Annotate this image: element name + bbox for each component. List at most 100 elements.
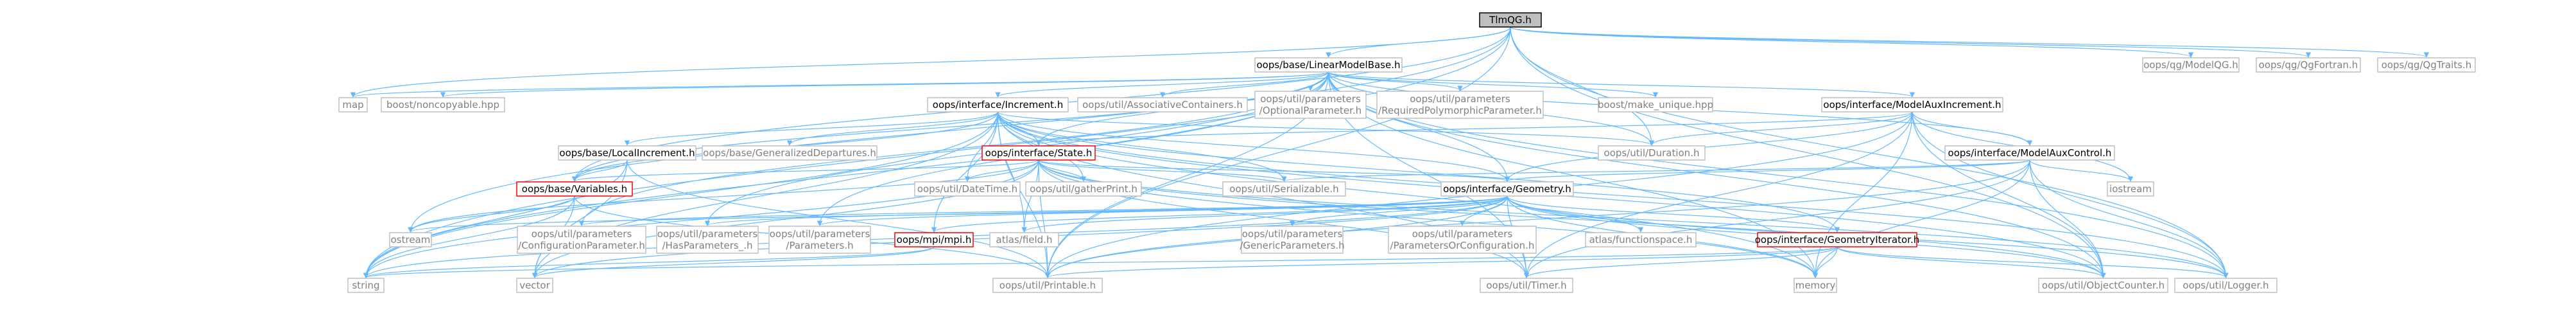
node-datetime[interactable]: oops/util/DateTime.h (914, 181, 1021, 197)
node-label-memory: memory (1795, 280, 1836, 291)
edge-modelauxinc-to-logger (1912, 111, 2229, 278)
node-label-map: map (342, 99, 363, 111)
node-box-objectcounter (2038, 278, 2168, 293)
edge-geometry-to-genericparams (1289, 195, 1508, 226)
node-box-parameters (768, 226, 871, 254)
edge-linearmodelbase-to-makeunique (1327, 71, 1658, 98)
edge-linearmodelbase-to-increment (995, 71, 1329, 98)
node-increment[interactable]: oops/interface/Increment.h (927, 97, 1069, 112)
edge-modelauxinc-to-duration (1648, 111, 1913, 146)
node-box-vector (516, 278, 553, 293)
node-box-printable (992, 278, 1103, 293)
node-variables[interactable]: oops/base/Variables.h (516, 181, 633, 197)
edge-geomiter-to-memory (1812, 246, 1838, 278)
node-label-state: oops/interface/State.h (985, 147, 1093, 159)
edge-modelauxinc-to-state (1036, 111, 1913, 146)
edge-localinc-to-variables (571, 159, 628, 182)
node-mpi[interactable]: oops/mpi/mpi.h (894, 232, 974, 247)
node-modelauxinc[interactable]: oops/interface/ModelAuxIncrement.h (1821, 97, 2003, 112)
edge-increment-to-localinc (624, 111, 999, 146)
node-qgfortran[interactable]: oops/qg/QgFortran.h (2256, 57, 2361, 73)
node-fieldh[interactable]: atlas/field.h (989, 232, 1059, 247)
node-state[interactable]: oops/interface/State.h (981, 145, 1096, 161)
edge-geomiter-to-timer (1523, 246, 1838, 278)
node-paramsorconf[interactable]: oops/util/parameters/ParametersOrConfigu… (1388, 226, 1537, 254)
edge-state-to-geometry (1038, 159, 1510, 182)
node-geometry[interactable]: oops/interface/Geometry.h (1440, 181, 1574, 197)
node-string[interactable]: string (347, 278, 385, 293)
node-assoccont[interactable]: oops/util/AssociativeContainers.h (1077, 97, 1248, 112)
edge-linearmodelbase-to-map (350, 71, 1329, 98)
edge-localinc-to-printable (627, 159, 1051, 278)
node-memory[interactable]: memory (1794, 278, 1837, 293)
node-label-root: TlmQG.h (1489, 14, 1532, 26)
node-box-increment (927, 97, 1069, 112)
node-timer[interactable]: oops/util/Timer.h (1480, 278, 1573, 293)
node-box-modelqg (2142, 57, 2240, 73)
node-label-paramsorconf: /ParametersOrConfiguration.h (1390, 240, 1535, 251)
edge-geometry-to-geomiter (1507, 195, 1840, 233)
node-gatherprint[interactable]: oops/util/gatherPrint.h (1025, 181, 1142, 197)
edge-mpi-to-vector (532, 246, 935, 278)
node-noncopyable[interactable]: boost/noncopyable.hpp (381, 97, 505, 112)
node-objectcounter[interactable]: oops/util/ObjectCounter.h (2038, 278, 2168, 293)
node-box-timer (1480, 278, 1573, 293)
node-label-geomiter: oops/interface/GeometryIterator.h (1755, 234, 1920, 246)
node-modelauxctl[interactable]: oops/interface/ModelAuxControl.h (1944, 145, 2115, 161)
node-label-parameters: oops/util/parameters (770, 228, 870, 240)
node-ostream[interactable]: ostream (389, 232, 432, 247)
edges-layer (350, 26, 2429, 278)
node-qgtraits[interactable]: oops/qg/QgTraits.h (2377, 57, 2476, 73)
edge-modelauxinc-to-timer (1523, 111, 1913, 278)
node-label-printable: oops/util/Printable.h (999, 280, 1096, 291)
node-label-duration: oops/util/Duration.h (1604, 147, 1700, 159)
node-map[interactable]: map (338, 97, 368, 112)
node-box-assoccont (1077, 97, 1248, 112)
node-box-localinc (558, 145, 696, 161)
node-localinc[interactable]: oops/base/LocalIncrement.h (558, 145, 696, 161)
node-logger[interactable]: oops/util/Logger.h (2174, 278, 2278, 293)
node-box-geomiter (1757, 232, 1917, 247)
node-box-mpi (894, 232, 974, 247)
node-box-funcspace (1585, 232, 1697, 247)
node-printable[interactable]: oops/util/Printable.h (992, 278, 1103, 293)
node-configparam[interactable]: oops/util/parameters/ConfigurationParame… (517, 226, 646, 254)
node-box-gendepart (702, 145, 877, 161)
node-linearmodelbase[interactable]: oops/base/LinearModelBase.h (1254, 57, 1403, 73)
edge-increment-to-serializable (997, 111, 1287, 182)
node-duration[interactable]: oops/util/Duration.h (1598, 145, 1706, 161)
node-box-configparam (517, 226, 646, 254)
edge-geomiter-to-logger (1837, 246, 2229, 278)
node-gendepart[interactable]: oops/base/GeneralizedDepartures.h (702, 145, 877, 161)
node-geomiter[interactable]: oops/interface/GeometryIterator.h (1755, 232, 1920, 247)
node-parameters[interactable]: oops/util/parameters/Parameters.h (768, 226, 871, 254)
node-box-optparam (1254, 91, 1367, 119)
edge-linearmodelbase-to-reqpolyparam (1327, 71, 1463, 91)
node-hasparams[interactable]: oops/util/parameters/HasParameters_.h (656, 226, 759, 254)
node-label-iostream: iostream (2109, 183, 2152, 195)
node-label-funcspace: atlas/functionspace.h (1589, 234, 1693, 246)
node-label-configparam: /ConfigurationParameter.h (518, 240, 645, 251)
node-label-linearmodelbase: oops/base/LinearModelBase.h (1256, 59, 1400, 71)
node-genericparams[interactable]: oops/util/parameters/GenericParameters.h (1240, 226, 1345, 254)
node-reqpolyparam[interactable]: oops/util/parameters/RequiredPolymorphic… (1376, 91, 1544, 119)
edge-increment-to-duration (997, 111, 1654, 146)
node-serializable[interactable]: oops/util/Serializable.h (1222, 181, 1346, 197)
node-box-variables (516, 181, 633, 197)
node-optparam[interactable]: oops/util/parameters/OptionalParameter.h (1254, 91, 1367, 119)
edge-root-to-map (350, 26, 1511, 98)
edge-geomiter-to-objectcounter (1837, 246, 2106, 278)
node-modelqg[interactable]: oops/qg/ModelQG.h (2142, 57, 2240, 73)
node-label-genericparams: /GenericParameters.h (1240, 240, 1344, 251)
node-label-serializable: oops/util/Serializable.h (1229, 183, 1338, 195)
node-box-duration (1598, 145, 1706, 161)
edge-geometry-to-configparam (579, 195, 1508, 226)
edge-state-to-printable (1038, 159, 1051, 278)
edge-root-to-qgfortran (1510, 26, 2311, 58)
node-funcspace[interactable]: atlas/functionspace.h (1585, 232, 1697, 247)
node-vector[interactable]: vector (516, 278, 553, 293)
node-makeunique[interactable]: boost/make_unique.hpp (1598, 97, 1713, 112)
node-label-increment: oops/interface/Increment.h (933, 99, 1063, 111)
node-iostream[interactable]: iostream (2107, 181, 2154, 197)
edge-increment-to-mpi (931, 111, 999, 233)
